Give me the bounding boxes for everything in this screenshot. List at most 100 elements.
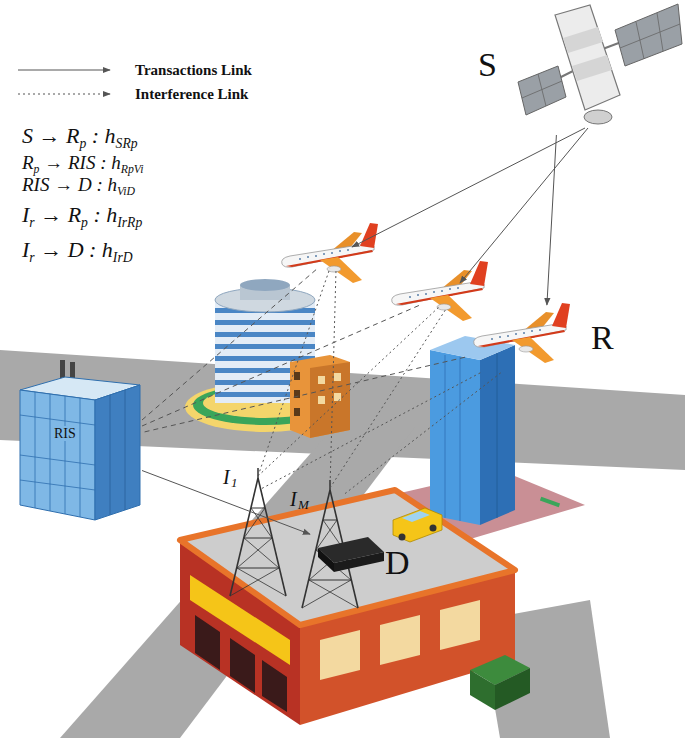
illustration-polygon <box>310 362 350 438</box>
ris-building-node: RIS <box>18 372 142 522</box>
interferer-tower-node: I1 <box>205 462 262 545</box>
illustration-polygon <box>380 615 420 665</box>
illustration-line <box>142 268 318 420</box>
formula-text: : h <box>92 123 116 148</box>
illustration-polygon <box>195 615 220 670</box>
illustration-line <box>445 355 446 518</box>
illustration-use <box>230 468 286 596</box>
illustration-ellipse <box>584 110 612 124</box>
illustration-rect <box>294 372 300 380</box>
interference-link <box>345 372 502 494</box>
illustration-line <box>636 22 644 59</box>
illustration-polygon <box>440 600 480 650</box>
illustration-use <box>282 223 378 283</box>
illustration-line <box>258 268 330 476</box>
interferer-towers <box>230 468 358 608</box>
subscript-text: IrRp <box>117 215 142 230</box>
illustration-line <box>65 396 66 514</box>
illustration-rect <box>215 344 315 349</box>
illustration-polygon <box>615 4 682 66</box>
illustration-polygon <box>393 508 442 542</box>
node-label: RIS <box>52 426 78 441</box>
illustration-line <box>125 390 126 510</box>
node-label: S <box>478 46 497 83</box>
illustration-line <box>18 70 110 71</box>
illustration-polygon <box>290 355 350 438</box>
illustration-use <box>474 303 570 363</box>
formula-line: Ir→ Rp: hIrRp <box>22 201 142 231</box>
illustration-line <box>460 128 588 283</box>
transaction-link <box>547 135 557 305</box>
legend-samples <box>18 70 110 94</box>
illustration-circle <box>430 525 437 532</box>
illustration-rect <box>318 396 325 404</box>
illustration-line <box>142 305 420 426</box>
subscript-text: ViD <box>117 185 135 198</box>
legend-text: Transactions Link <box>135 61 252 79</box>
illustration-line <box>20 415 95 425</box>
illustration-polygon <box>20 390 95 520</box>
node-label: I <box>290 488 297 510</box>
illustration-line <box>258 306 440 476</box>
illustration-line <box>50 394 51 511</box>
formula-line: RIS → D : hViD <box>22 173 135 199</box>
receiver-device <box>318 537 384 572</box>
illustration-line <box>330 270 336 488</box>
illustration-polygon <box>518 66 566 115</box>
formula-text: → R <box>40 202 81 227</box>
formula-text: S → R <box>22 123 79 148</box>
illustration-rect <box>215 332 315 337</box>
subscript-text: SRp <box>116 136 138 151</box>
satellite-node: S <box>470 8 650 135</box>
illustration-line <box>460 357 461 521</box>
illustration-line <box>497 353 498 518</box>
car <box>393 508 442 542</box>
transaction-link <box>142 357 465 432</box>
subscript-text: 1 <box>231 476 238 490</box>
illustration-polygon <box>230 638 255 693</box>
formula-text: → RIS : h <box>44 152 121 173</box>
illustration-use <box>392 261 488 321</box>
illustration-polygon <box>402 511 430 522</box>
other-links <box>142 128 588 488</box>
node-label: R <box>591 319 614 356</box>
illustration-polygon <box>334 552 384 572</box>
illustration-line <box>20 480 95 490</box>
illustration-polygon <box>262 660 287 712</box>
illustration-circle <box>399 534 406 541</box>
illustration-line <box>20 455 95 465</box>
illustration-line <box>110 395 111 515</box>
illustration-line <box>352 128 585 247</box>
formula-text: : h <box>93 202 117 227</box>
formula-line: Rp→ RIS : hRpVi <box>22 151 143 177</box>
illustration-polygon <box>555 5 620 110</box>
illustration-rect <box>215 320 315 325</box>
illustration-polygon <box>318 548 334 572</box>
illustration-polygon <box>320 630 360 680</box>
subscript-text: r <box>29 215 34 230</box>
node-label: I <box>223 466 230 488</box>
illustration-polygon <box>430 350 480 525</box>
illustration-polygon <box>95 385 140 520</box>
subscript-text: IrD <box>113 250 133 265</box>
formula-text: → D : h <box>40 237 113 262</box>
illustration-line <box>330 309 446 488</box>
illustration-line <box>620 24 680 48</box>
illustration-polygon <box>470 670 495 710</box>
illustration-rect <box>334 373 341 381</box>
subscript-text: RpVi <box>121 163 144 176</box>
relay-aircraft-node: R <box>465 305 625 372</box>
office-tower <box>185 279 350 438</box>
illustration-polygon <box>495 668 530 710</box>
illustration-ellipse <box>240 279 290 291</box>
illustration-line <box>522 81 562 98</box>
formula-text: I <box>22 237 29 262</box>
satellite <box>518 4 682 124</box>
store-building <box>180 490 515 725</box>
illustration-polygon <box>563 27 603 53</box>
illustration-polygon <box>572 55 612 81</box>
